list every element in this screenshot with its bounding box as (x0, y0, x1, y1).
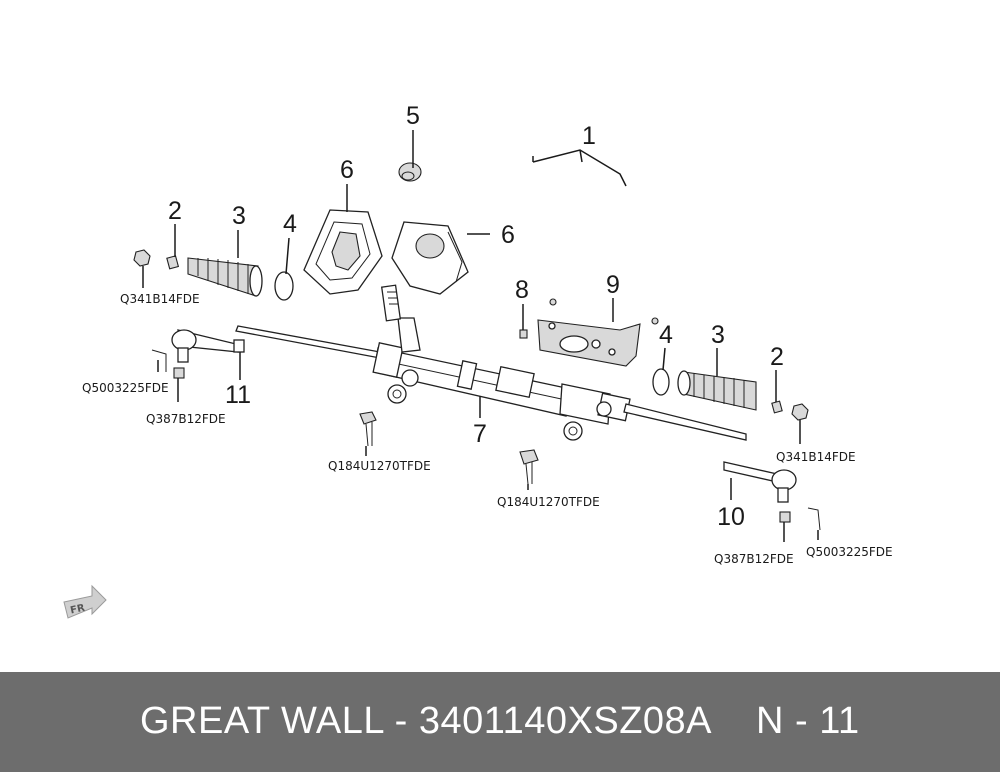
clip-right (771, 400, 783, 414)
callout-2-left: 2 (168, 197, 182, 225)
bolt-right (519, 449, 539, 485)
code-nut-end-left: Q387B12FDE (146, 412, 226, 426)
code-nut-right: Q341B14FDE (776, 450, 856, 464)
heat-shield-nut-top (549, 298, 557, 306)
grommet-left (303, 209, 383, 295)
castle-nut-left (173, 367, 185, 379)
tie-rod-end-left (171, 329, 245, 363)
callout-8: 8 (515, 276, 529, 304)
clamp-left (274, 271, 294, 301)
code-nut-left: Q341B14FDE (120, 292, 200, 306)
castle-nut-right (779, 511, 791, 523)
callout-4-left: 4 (283, 210, 297, 238)
callout-3-left: 3 (232, 202, 246, 230)
steering-rack-assembly (235, 284, 747, 441)
boot-right (677, 370, 757, 411)
callout-5: 5 (406, 102, 420, 130)
callout-10: 10 (717, 503, 745, 531)
code-bolt-left: Q184U1270TFDE (328, 459, 431, 473)
grommet-right (391, 221, 469, 295)
code-bolt-right: Q184U1270TFDE (497, 495, 600, 509)
heat-shield (537, 319, 641, 367)
code-pin-left: Q5003225FDE (82, 381, 169, 395)
footer-bar: GREAT WALL - 3401140XSZ08A N - 11 (0, 672, 1000, 772)
callout-9: 9 (606, 271, 620, 299)
callout-6-right: 6 (501, 221, 515, 249)
footer-title: GREAT WALL - 3401140XSZ08A (140, 700, 713, 742)
heat-shield-nut-right (651, 317, 659, 325)
callout-6-left: 6 (340, 156, 354, 184)
callout-4-right: 4 (659, 321, 673, 349)
footer-page-number: N - 11 (756, 700, 860, 742)
heat-shield-bolt (519, 329, 528, 339)
front-direction-badge: FR (63, 584, 107, 619)
callout-3-right: 3 (711, 321, 725, 349)
nut-left (133, 249, 151, 267)
nut-right (791, 403, 809, 421)
callout-11: 11 (225, 381, 251, 409)
code-pin-right: Q5003225FDE (806, 545, 893, 559)
bolt-left (359, 411, 377, 447)
dust-seal (398, 162, 422, 182)
boot-left (187, 257, 263, 297)
cotter-pin-left (151, 349, 167, 372)
clip-left (166, 255, 180, 270)
fr-label: FR (69, 603, 86, 617)
callout-1: 1 (582, 122, 596, 150)
steering-rack-exploded-diagram: 1 5 6 6 2 3 4 8 9 4 3 2 11 7 10 Q341B14F… (63, 102, 893, 619)
cotter-pin-right (807, 507, 821, 531)
clamp-right (652, 368, 670, 396)
tie-rod-end-right (723, 461, 797, 503)
callout-7: 7 (473, 420, 487, 448)
code-nut-end-right: Q387B12FDE (714, 552, 794, 566)
callout-2-right: 2 (770, 343, 784, 371)
leader-lines (142, 130, 819, 542)
